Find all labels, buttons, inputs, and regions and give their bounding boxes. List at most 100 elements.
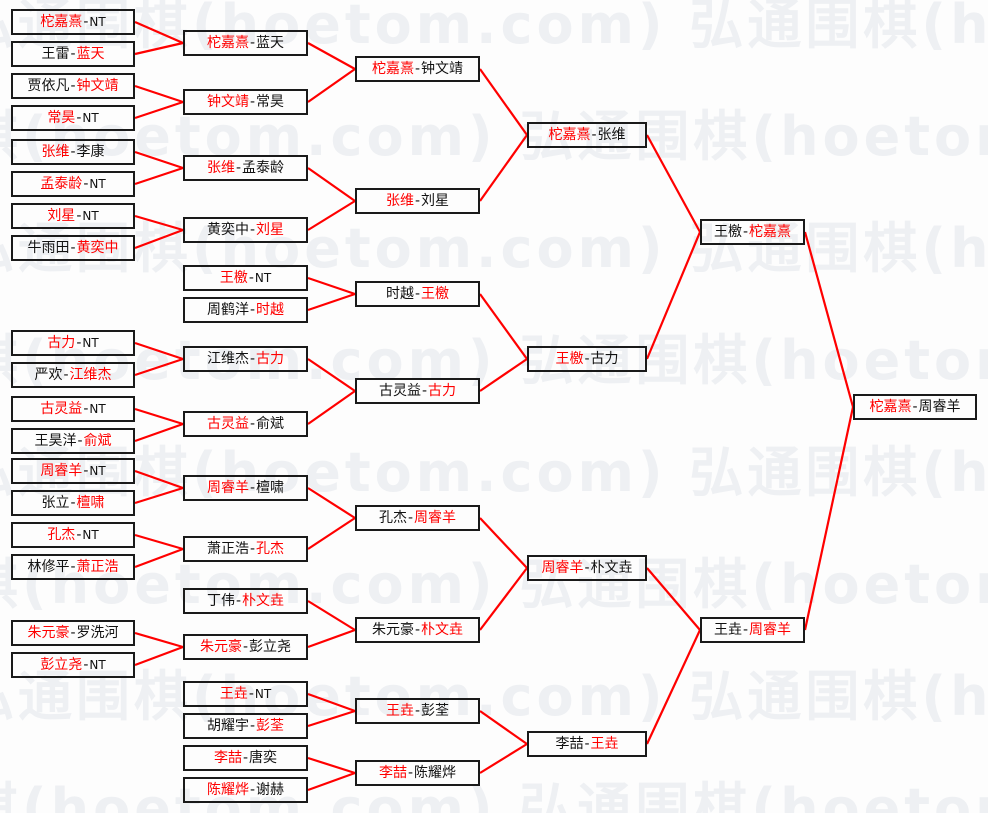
player-one-name: 古灵益 bbox=[40, 401, 83, 417]
connector-line bbox=[646, 629, 701, 745]
match-box[interactable]: 古力-NT bbox=[11, 330, 135, 356]
match-box[interactable]: 王檄-古力 bbox=[527, 346, 647, 372]
player-two-name: 古力 bbox=[428, 383, 457, 399]
player-two-name: 黄奕中 bbox=[76, 240, 119, 256]
match-box[interactable]: 柁嘉熹-张维 bbox=[527, 122, 647, 148]
versus-separator: - bbox=[249, 718, 256, 734]
player-two-name: NT bbox=[254, 271, 272, 285]
match-box[interactable]: 林修平-萧正浩 bbox=[11, 554, 135, 580]
player-two-name: NT bbox=[82, 209, 99, 223]
player-two-name: 周睿羊 bbox=[414, 510, 457, 526]
connector-line bbox=[479, 517, 528, 569]
connector-line bbox=[307, 692, 356, 713]
player-one-name: 朱元豪 bbox=[27, 625, 70, 641]
player-two-name: 王檄 bbox=[421, 286, 450, 302]
connector-line bbox=[645, 231, 702, 360]
player-one-name: 王垚 bbox=[385, 703, 414, 719]
match-box[interactable]: 柁嘉熹-NT bbox=[11, 9, 135, 35]
match-box[interactable]: 孟泰龄-NT bbox=[11, 171, 135, 197]
match-box[interactable]: 周睿羊-檀啸 bbox=[183, 475, 308, 501]
versus-separator: - bbox=[248, 686, 254, 702]
player-two-name: NT bbox=[82, 336, 99, 350]
match-box[interactable]: 李喆-唐奕 bbox=[183, 745, 308, 771]
match-box[interactable]: 王垚-NT bbox=[183, 681, 308, 707]
match-box[interactable]: 柁嘉熹-周睿羊 bbox=[853, 394, 977, 420]
connector-line bbox=[307, 167, 356, 202]
match-box[interactable]: 朱元豪-朴文垚 bbox=[355, 617, 480, 643]
versus-separator: - bbox=[249, 541, 256, 557]
match-box[interactable]: 孔杰-NT bbox=[11, 522, 135, 548]
match-box[interactable]: 黄奕中-刘星 bbox=[183, 217, 308, 243]
versus-separator: - bbox=[249, 480, 256, 496]
match-box[interactable]: 常昊-NT bbox=[11, 105, 135, 131]
player-one-name: 陈耀烨 bbox=[206, 782, 249, 798]
match-box[interactable]: 陈耀烨-谢赫 bbox=[183, 777, 308, 803]
player-two-name: NT bbox=[89, 15, 106, 29]
match-box[interactable]: 萧正浩-孔杰 bbox=[183, 536, 308, 562]
match-box[interactable]: 朱元豪-彭立尧 bbox=[183, 634, 308, 660]
player-one-name: 周睿羊 bbox=[206, 480, 249, 496]
match-box[interactable]: 时越-王檄 bbox=[355, 281, 480, 307]
match-box[interactable]: 牛雨田-黄奕中 bbox=[11, 235, 135, 261]
match-box[interactable]: 张维-李康 bbox=[11, 139, 135, 165]
match-box[interactable]: 古灵益-俞斌 bbox=[183, 411, 308, 437]
player-one-name: 李喆 bbox=[378, 765, 407, 781]
match-box[interactable]: 丁伟-朴文垚 bbox=[183, 588, 308, 614]
match-box[interactable]: 张维-刘星 bbox=[355, 188, 480, 214]
match-box[interactable]: 王垚-周睿羊 bbox=[700, 617, 805, 643]
versus-separator: - bbox=[249, 94, 256, 110]
versus-separator: - bbox=[249, 35, 256, 51]
match-box[interactable]: 柁嘉熹-钟文靖 bbox=[355, 56, 480, 82]
player-two-name: 古力 bbox=[590, 351, 619, 367]
match-box[interactable]: 周睿羊-NT bbox=[11, 458, 135, 484]
match-box[interactable]: 胡耀宇-彭荃 bbox=[183, 713, 308, 739]
versus-separator: - bbox=[76, 527, 82, 543]
match-box[interactable]: 李喆-陈耀烨 bbox=[355, 760, 480, 786]
versus-separator: - bbox=[414, 286, 421, 302]
match-box[interactable]: 王昊洋-俞斌 bbox=[11, 428, 135, 454]
player-two-name: 钟文靖 bbox=[421, 61, 464, 77]
match-box[interactable]: 彭立尧-NT bbox=[11, 652, 135, 678]
versus-separator: - bbox=[414, 622, 421, 638]
match-box[interactable]: 王檄-NT bbox=[183, 265, 308, 291]
versus-separator: - bbox=[249, 416, 256, 432]
player-one-name: 时越 bbox=[385, 286, 414, 302]
match-box[interactable]: 王雷-蓝天 bbox=[11, 41, 135, 67]
match-box[interactable]: 孔杰-周睿羊 bbox=[355, 505, 480, 531]
match-box[interactable]: 严欢-江维杰 bbox=[11, 362, 135, 388]
player-one-name: 钟文靖 bbox=[206, 94, 249, 110]
versus-separator: - bbox=[70, 625, 76, 641]
player-two-name: NT bbox=[82, 111, 99, 125]
match-box[interactable]: 王垚-彭荃 bbox=[355, 698, 480, 724]
player-one-name: 柁嘉熹 bbox=[869, 399, 912, 415]
connector-line bbox=[307, 628, 356, 649]
match-box[interactable]: 朱元豪-罗洗河 bbox=[11, 620, 135, 646]
match-box[interactable]: 张立-檀啸 bbox=[11, 490, 135, 516]
match-box[interactable]: 柁嘉熹-蓝天 bbox=[183, 30, 308, 56]
player-two-name: 俞斌 bbox=[83, 433, 112, 449]
versus-separator: - bbox=[912, 399, 918, 415]
match-box[interactable]: 张维-孟泰龄 bbox=[183, 155, 308, 181]
connector-line bbox=[307, 517, 356, 550]
connector-line bbox=[307, 358, 356, 392]
player-two-name: NT bbox=[89, 402, 106, 416]
versus-separator: - bbox=[742, 622, 749, 638]
match-box[interactable]: 古灵益-NT bbox=[11, 396, 135, 422]
match-box[interactable]: 王檄-柁嘉熹 bbox=[700, 219, 805, 245]
match-box[interactable]: 贾依凡-钟文靖 bbox=[11, 73, 135, 99]
player-two-name: 彭荃 bbox=[256, 718, 285, 734]
versus-separator: - bbox=[249, 782, 256, 798]
match-box[interactable]: 江维杰-古力 bbox=[183, 346, 308, 372]
match-box[interactable]: 周鹤洋-时越 bbox=[183, 297, 308, 323]
versus-separator: - bbox=[235, 593, 242, 609]
player-one-name: 王檄 bbox=[555, 351, 584, 367]
match-box[interactable]: 周睿羊-朴文垚 bbox=[527, 555, 647, 581]
match-box[interactable]: 钟文靖-常昊 bbox=[183, 89, 308, 115]
versus-separator: - bbox=[407, 510, 414, 526]
match-box[interactable]: 古灵益-古力 bbox=[355, 378, 480, 404]
versus-separator: - bbox=[249, 302, 256, 318]
player-two-name: NT bbox=[89, 177, 106, 191]
match-box[interactable]: 刘星-NT bbox=[11, 203, 135, 229]
match-box[interactable]: 李喆-王垚 bbox=[527, 731, 647, 757]
player-one-name: 贾依凡 bbox=[27, 78, 70, 94]
